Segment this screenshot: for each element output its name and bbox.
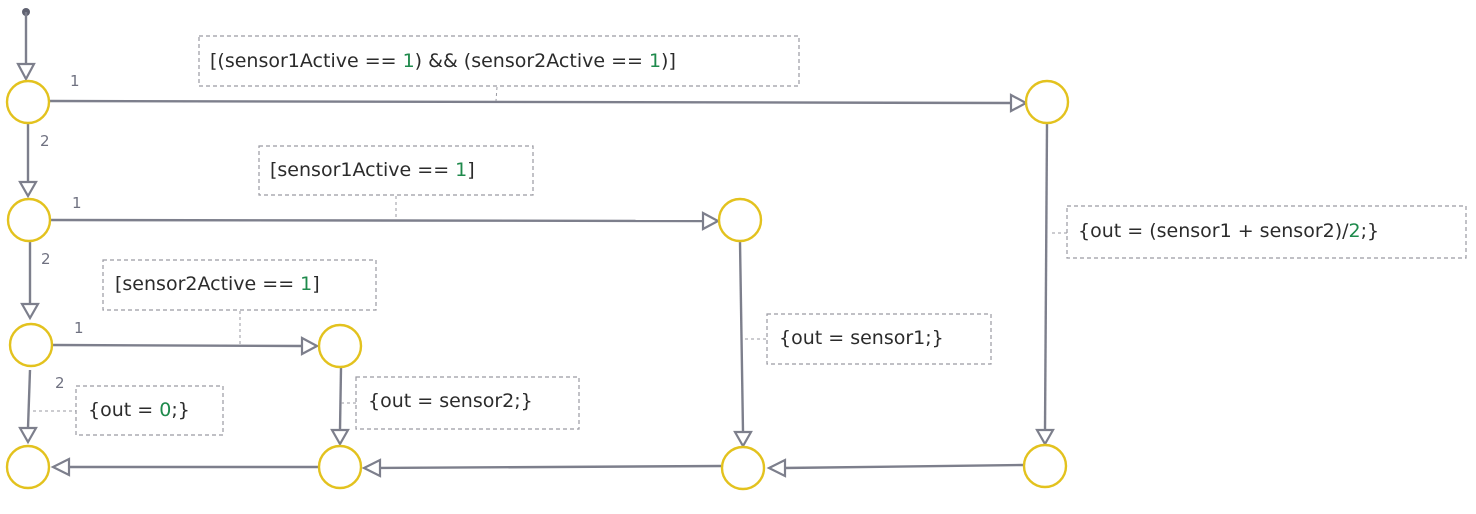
junction-low[interactable] [8, 322, 54, 368]
priority-label: 1 [74, 319, 84, 337]
action-text: {out = sensor1;} [779, 327, 944, 349]
transition-merge-right[interactable] [766, 458, 1024, 478]
svg-text:[(sensor1Active == 1) && (sens: [(sensor1Active == 1) && (sensor2Active … [210, 50, 676, 72]
junction-both-active[interactable] [1024, 79, 1070, 125]
arrowhead [330, 428, 350, 447]
priority-label: 1 [72, 194, 82, 212]
numeric-literal: 1 [455, 159, 467, 181]
numeric-literal: 2 [1349, 220, 1361, 242]
arrowhead [20, 302, 40, 321]
action-label-sensor2[interactable]: {out = sensor2;} [341, 376, 580, 430]
condition-text: ) && (sensor2Active == [415, 50, 649, 72]
default-transition [16, 8, 36, 82]
arrowhead [1009, 93, 1029, 113]
junction-merge-right[interactable] [1022, 443, 1068, 489]
priority-label: 2 [40, 132, 50, 150]
svg-text:{out = (sensor1 + sensor2)/2;}: {out = (sensor1 + sensor2)/2;} [1078, 220, 1379, 242]
action-text: {out = sensor2;} [368, 390, 533, 412]
condition-text: ] [467, 159, 474, 181]
arrowhead [18, 426, 38, 445]
arrowhead [733, 430, 753, 449]
transition-merge-middle[interactable] [361, 458, 722, 478]
priority-label: 2 [41, 250, 51, 268]
numeric-literal: 1 [300, 273, 312, 295]
condition-label-sensor1-active[interactable]: [sensor1Active == 1] [258, 145, 534, 220]
arrowhead [50, 457, 71, 477]
condition-text: ] [312, 273, 319, 295]
svg-text:[sensor2Active == 1]: [sensor2Active == 1] [115, 273, 320, 295]
junction-start[interactable] [5, 79, 51, 125]
action-label-sensor1[interactable]: {out = sensor1;} [745, 313, 992, 365]
action-text: ;} [171, 399, 190, 421]
condition-text: )] [661, 50, 676, 72]
priority-label: 2 [55, 374, 65, 392]
condition-label-sensor2-active[interactable]: [sensor2Active == 1] [102, 259, 377, 345]
condition-text: [sensor2Active == [115, 273, 300, 295]
transition-top-to-mid[interactable] [18, 124, 38, 199]
junction-sensor1-active[interactable] [717, 197, 763, 243]
transition-merge-left[interactable] [50, 457, 318, 477]
arrowhead [361, 458, 382, 478]
action-text: {out = (sensor1 + sensor2)/ [1078, 220, 1349, 242]
arrowhead [1035, 428, 1055, 447]
transition-sensor1-active[interactable] [49, 211, 721, 231]
priority-label: 1 [70, 72, 80, 90]
svg-text:[sensor1Active == 1]: [sensor1Active == 1] [270, 159, 475, 181]
condition-text: [sensor1Active == [270, 159, 455, 181]
junction-end[interactable] [5, 444, 51, 490]
transition-sensor2-active[interactable] [52, 336, 320, 356]
svg-text:{out = 0;}: {out = 0;} [88, 399, 190, 421]
numeric-literal: 1 [649, 50, 661, 72]
junction-mid[interactable] [6, 197, 52, 243]
action-label-zero[interactable]: {out = 0;} [33, 385, 224, 436]
condition-label-both-active[interactable]: [(sensor1Active == 1) && (sensor2Active … [198, 35, 800, 102]
arrowhead [766, 458, 787, 478]
numeric-literal: 1 [403, 50, 415, 72]
arrowhead [16, 62, 36, 82]
action-label-average[interactable]: {out = (sensor1 + sensor2)/2;} [1052, 205, 1467, 259]
transition-low-to-bottom[interactable] [18, 369, 38, 445]
arrowhead [18, 180, 38, 199]
junction-merge-middle[interactable] [720, 445, 766, 491]
transition-average-action[interactable] [1035, 123, 1055, 447]
arrowhead [701, 211, 721, 231]
transition-sensor1-action[interactable] [733, 241, 753, 449]
junction-sensor2-active[interactable] [317, 323, 363, 369]
condition-text: [(sensor1Active == [210, 50, 403, 72]
action-text: ;} [1361, 220, 1380, 242]
transition-sensor2-action[interactable] [330, 367, 350, 447]
junction-merge-left[interactable] [317, 444, 363, 490]
action-text: {out = [88, 399, 159, 421]
transition-both-active[interactable] [48, 93, 1029, 113]
transition-mid-to-low[interactable] [20, 242, 40, 321]
numeric-literal: 0 [159, 399, 171, 421]
arrowhead [300, 336, 320, 356]
